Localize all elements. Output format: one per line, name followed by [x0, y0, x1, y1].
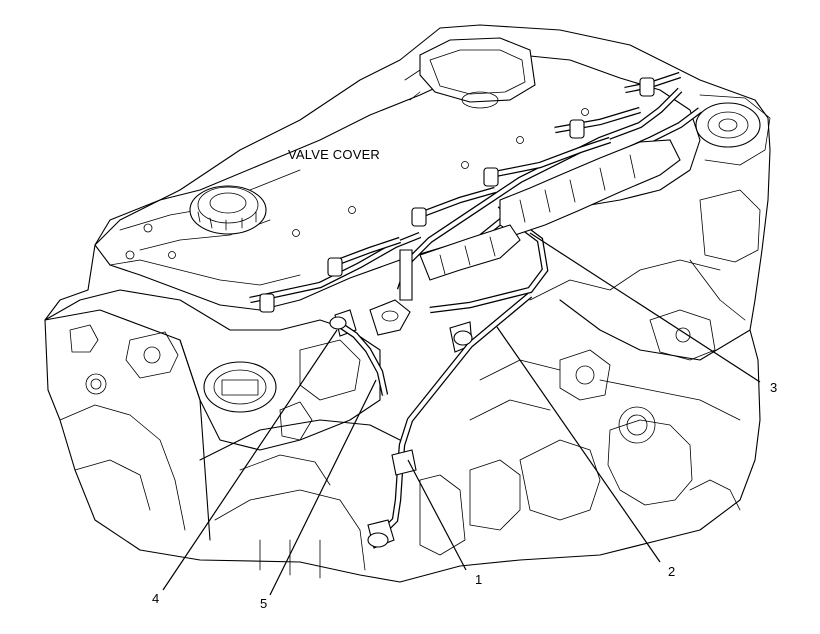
leader-line-2	[496, 326, 661, 563]
callout-5: 5	[260, 596, 267, 611]
leader-line-5	[269, 379, 377, 596]
leader-line-3	[529, 232, 761, 383]
callout-2: 2	[668, 564, 675, 579]
valve-cover	[94, 37, 701, 311]
leader-line-4	[162, 329, 338, 591]
fuel-lines	[249, 71, 771, 353]
fuel-supply-tube	[367, 292, 533, 549]
valve-cover-label: VALVE COVER	[288, 147, 380, 162]
front-housing	[44, 289, 381, 451]
fuel-return-tube	[329, 299, 411, 396]
leader-line-1	[407, 459, 467, 571]
callout-1: 1	[475, 572, 482, 587]
leader-lines	[162, 232, 761, 596]
engine-block	[44, 24, 771, 583]
callout-3: 3	[770, 380, 777, 395]
callout-4: 4	[152, 591, 159, 606]
